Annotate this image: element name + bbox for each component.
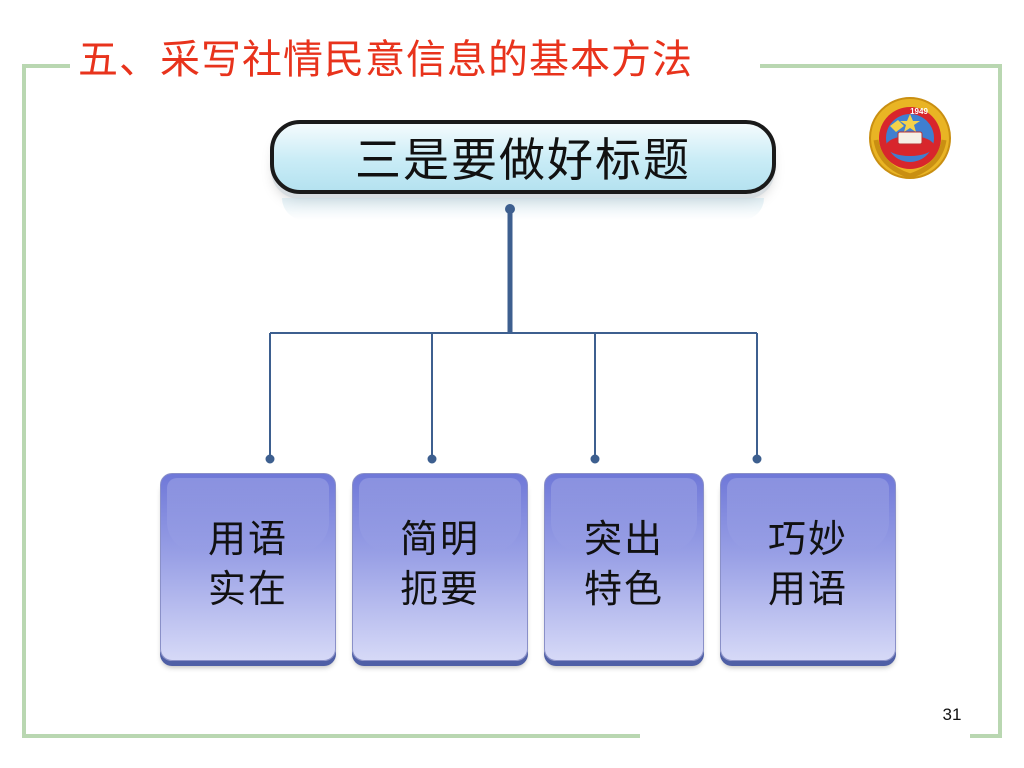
branch-dot-4	[752, 454, 762, 464]
child-node-3-line2: 特色	[583, 567, 664, 611]
slide-title: 五、采写社情民意信息的基本方法	[72, 30, 699, 90]
emblem-year: 1949	[910, 107, 928, 116]
child-node-4-line2: 用语	[767, 567, 848, 611]
branch-dot-3	[590, 454, 600, 464]
child-node-1: 用语 实在	[160, 473, 336, 661]
cppcc-emblem-icon: 1949	[869, 97, 951, 179]
root-node: 三是要做好标题	[270, 120, 776, 194]
child-node-1-line1: 用语	[207, 517, 288, 561]
child-node-4: 巧妙 用语	[720, 473, 896, 661]
child-node-2-line2: 扼要	[399, 567, 480, 611]
child-node-4-line1: 巧妙	[767, 517, 848, 561]
frame-left-border	[22, 64, 640, 738]
child-node-3-line1: 突出	[583, 517, 664, 561]
root-node-reflection	[282, 198, 764, 220]
child-node-2-line1: 简明	[399, 517, 480, 561]
child-node-2: 简明 扼要	[352, 473, 528, 661]
child-node-1-line2: 实在	[207, 567, 288, 611]
frame-right-border	[760, 64, 1002, 738]
root-node-label: 三是要做好标题	[355, 133, 691, 187]
branch-dot-2	[427, 454, 437, 464]
child-node-3: 突出 特色	[544, 473, 704, 661]
page-number: 31	[942, 705, 962, 724]
branch-dot-1	[265, 454, 275, 464]
